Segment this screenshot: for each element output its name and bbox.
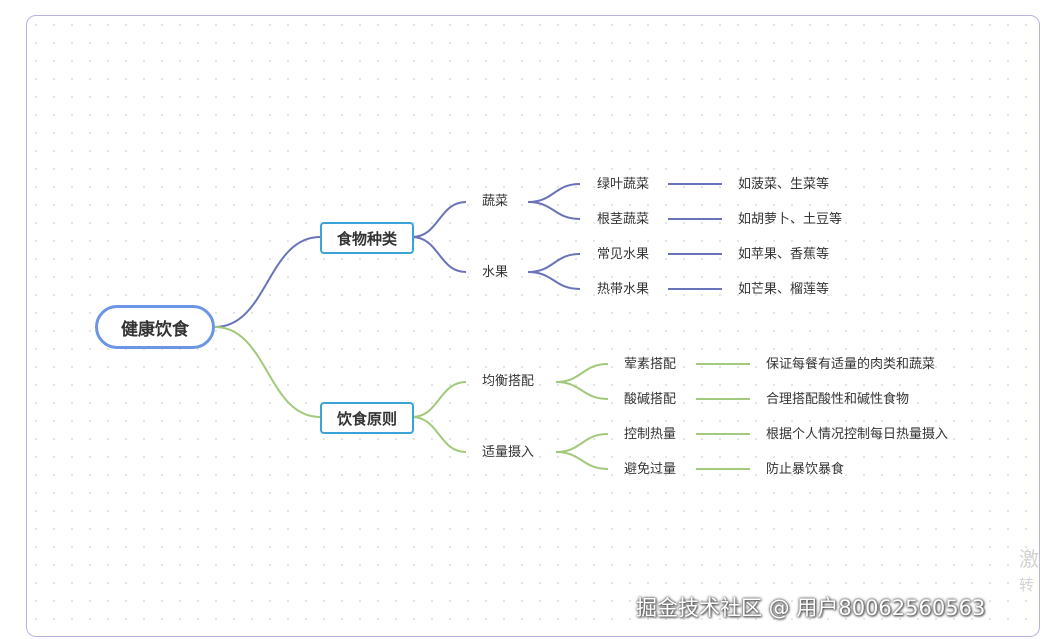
item-leafy-vegetables[interactable]: 绿叶蔬菜: [597, 177, 650, 192]
root-node[interactable]: 健康饮食: [95, 305, 215, 349]
group-balanced-pairing[interactable]: 均衡搭配: [482, 374, 535, 389]
branch-diet-principles[interactable]: 饮食原则: [320, 402, 414, 434]
detail-acid-base-pairing[interactable]: 合理搭配酸性和碱性食物: [766, 392, 910, 407]
group-moderate-intake[interactable]: 适量摄入: [482, 445, 535, 460]
connector-branch-group: [411, 201, 467, 238]
item-root-vegetables[interactable]: 根茎蔬菜: [597, 212, 650, 227]
connector-group-item: [555, 451, 609, 470]
item-common-fruits[interactable]: 常见水果: [597, 247, 650, 262]
connector-group-item: [527, 183, 581, 203]
item-tropical-fruits[interactable]: 热带水果: [597, 282, 650, 297]
connector-group-item: [555, 381, 609, 400]
item-meat-veg-pairing[interactable]: 荤素搭配: [624, 357, 677, 372]
connector-branch-group: [411, 236, 467, 273]
group-fruits[interactable]: 水果: [482, 265, 509, 280]
detail-control-calories[interactable]: 根据个人情况控制每日热量摄入: [766, 427, 949, 442]
connector-root-branch: [214, 326, 321, 418]
connector-group-item: [527, 271, 581, 290]
detail-common-fruits[interactable]: 如苹果、香蕉等: [738, 247, 830, 262]
item-acid-base-pairing[interactable]: 酸碱搭配: [624, 392, 677, 407]
detail-meat-veg-pairing[interactable]: 保证每餐有适量的肉类和蔬菜: [766, 357, 936, 372]
detail-root-vegetables[interactable]: 如胡萝卜、土豆等: [738, 212, 843, 227]
item-control-calories[interactable]: 控制热量: [624, 427, 677, 442]
connector-branch-group: [411, 381, 467, 418]
detail-avoid-excess[interactable]: 防止暴饮暴食: [766, 462, 845, 477]
connector-group-item: [527, 201, 581, 220]
group-vegetables[interactable]: 蔬菜: [482, 194, 509, 209]
connector-root-branch: [214, 236, 321, 328]
canvas-frame: [26, 15, 1040, 637]
connector-group-item: [555, 363, 609, 383]
branch-food-types[interactable]: 食物种类: [320, 222, 414, 254]
item-avoid-excess[interactable]: 避免过量: [624, 462, 677, 477]
detail-tropical-fruits[interactable]: 如芒果、榴莲等: [738, 282, 830, 297]
connector-branch-group: [411, 416, 467, 453]
connector-group-item: [527, 253, 581, 273]
watermark-text: 掘金技术社区 @ 用户80062560563: [636, 596, 986, 620]
side-text-top: 激: [1019, 547, 1039, 571]
side-text-bottom: 转: [1019, 576, 1035, 594]
connector-group-item: [555, 433, 609, 453]
detail-leafy-vegetables[interactable]: 如菠菜、生菜等: [738, 177, 830, 192]
